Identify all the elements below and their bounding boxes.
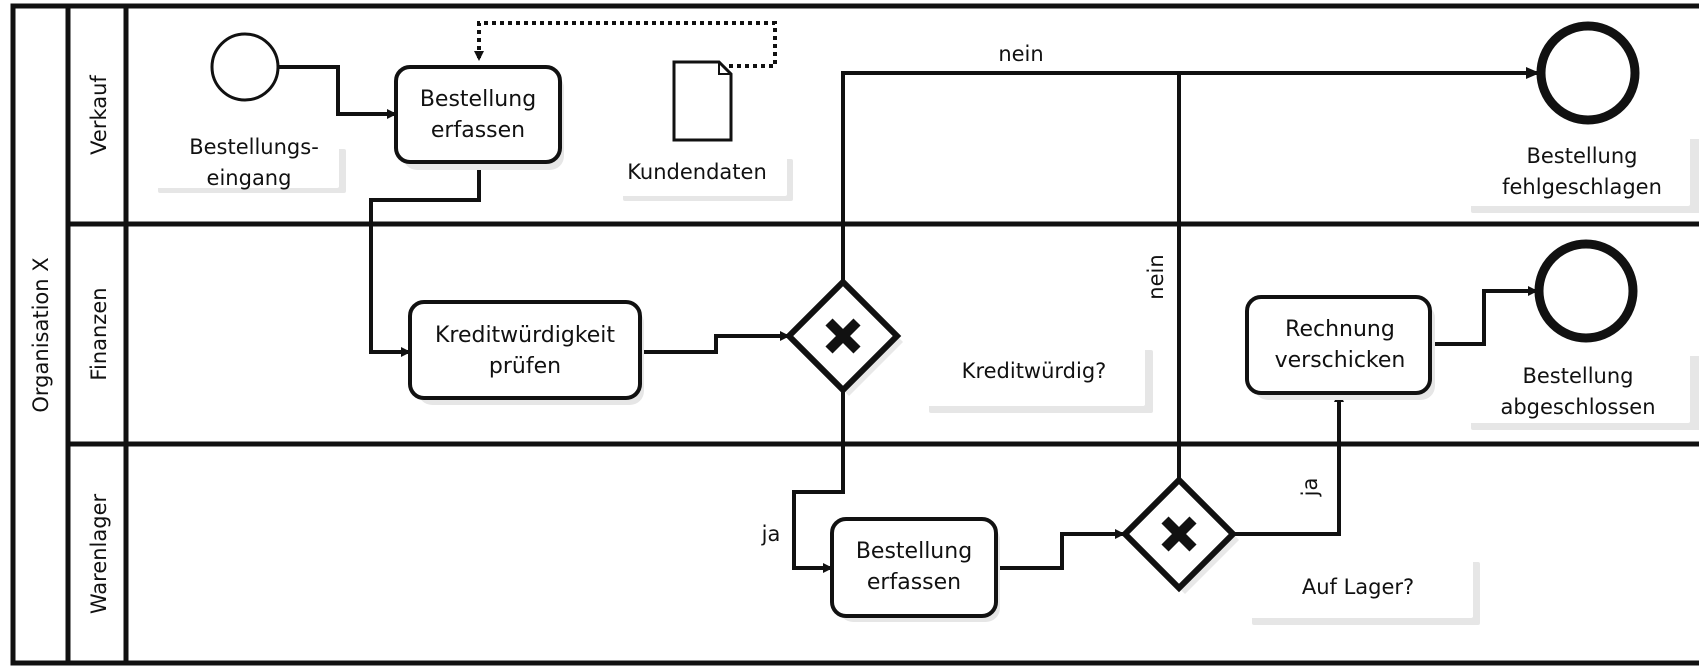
end-event-failed-line2: fehlgeschlagen (1502, 175, 1662, 199)
gateway-credit[interactable] (784, 277, 903, 396)
end-event-failed[interactable] (1536, 21, 1640, 125)
gateway-credit-label-text: Kreditwürdig? (962, 359, 1107, 383)
lane-label-warehouse: Warenlager (87, 493, 111, 614)
task-send-invoice-line1: Rechnung (1285, 317, 1395, 342)
sequence-flows (276, 65, 1540, 573)
end-event-completed-label: Bestellung abgeschlossen (1464, 349, 1699, 430)
task-send-invoice-line2: verschicken (1275, 348, 1406, 373)
flow-invoice-to-end (1432, 286, 1538, 346)
gateway-stock-label-text: Auf Lager? (1302, 575, 1414, 599)
data-object-customer-data[interactable] (672, 60, 733, 142)
flow-stock-yes (1233, 392, 1344, 536)
start-event[interactable] (210, 32, 280, 102)
end-event-failed-label: Bestellung fehlgeschlagen (1464, 132, 1699, 213)
flow-label-stock-no: nein (1144, 254, 1168, 299)
task-send-invoice[interactable]: Rechnung verschicken (1245, 295, 1435, 400)
flow-credit-check-to-gateway (642, 331, 790, 354)
flow-label-credit-yes: ja (761, 522, 781, 546)
pool-organisation: Organisation X Verkauf Finanzen Warenlag… (10, 3, 1699, 666)
gateway-stock[interactable] (1120, 475, 1239, 594)
task-record-order[interactable]: Bestellung erfassen (394, 65, 564, 170)
pool-label: Organisation X (29, 257, 53, 412)
gateway-credit-label: Kreditwürdig? (920, 343, 1153, 413)
task-record-order-2[interactable]: Bestellung erfassen (830, 517, 1000, 622)
end-event-completed-line1: Bestellung (1522, 364, 1633, 388)
flow-start-to-record (276, 65, 397, 119)
start-event-label-line2: eingang (207, 166, 292, 190)
data-object-label-text: Kundendaten (627, 160, 767, 184)
exclusive-gateway-x-icon (825, 318, 861, 354)
end-event-completed[interactable] (1534, 239, 1638, 343)
data-object-label: Kundendaten (617, 154, 793, 201)
data-association (474, 21, 777, 68)
end-event-completed-line2: abgeschlossen (1500, 395, 1655, 419)
flow-label-credit-no: nein (998, 42, 1043, 66)
lane-label-finance: Finanzen (87, 287, 111, 380)
task-check-credit-line1: Kreditwürdigkeit (435, 323, 615, 348)
flow-label-stock-yes: ja (1298, 478, 1322, 498)
exclusive-gateway-x-icon (1161, 516, 1197, 552)
flow-credit-yes (792, 390, 845, 573)
task-record-order-line2: erfassen (431, 118, 525, 143)
start-event-label: Bestellungs- eingang (152, 135, 346, 193)
task-record-order-2-line2: erfassen (867, 570, 961, 595)
start-event-label-line1: Bestellungs- (189, 135, 319, 159)
task-record-order-line1: Bestellung (420, 87, 536, 112)
task-check-credit[interactable]: Kreditwürdigkeit prüfen (408, 300, 644, 405)
task-check-credit-line2: prüfen (489, 354, 561, 379)
gateway-stock-label: Auf Lager? (1243, 555, 1480, 625)
flow-record-to-credit-check (369, 162, 481, 357)
task-record-order-2-line1: Bestellung (856, 539, 972, 564)
end-event-failed-line1: Bestellung (1526, 144, 1637, 168)
lane-label-sales: Verkauf (87, 75, 111, 155)
flow-record2-to-stock-gateway (996, 529, 1125, 570)
flow-credit-no (841, 67, 1540, 283)
